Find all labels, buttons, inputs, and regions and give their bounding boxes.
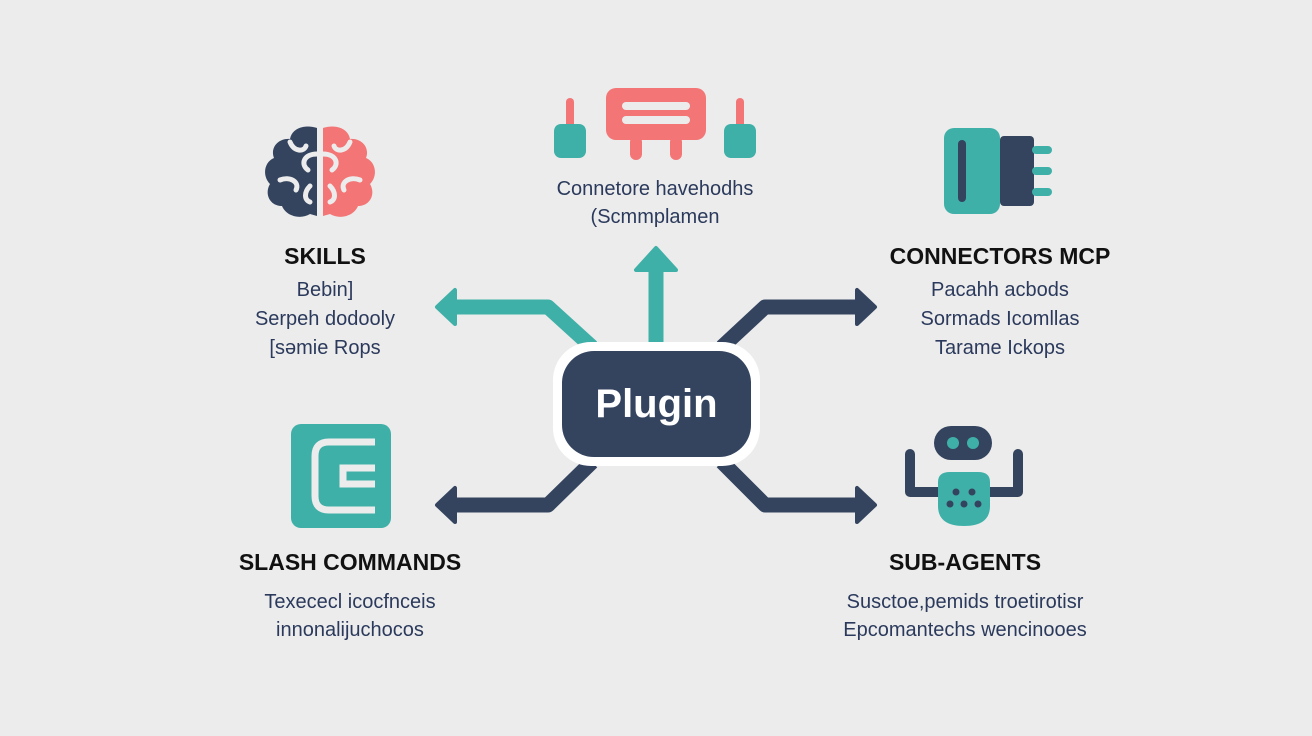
plugin-node[interactable]: Plugin <box>553 342 760 466</box>
slash-commands-title: SLASH COMMANDS <box>238 549 462 575</box>
terminal-icon <box>291 424 391 528</box>
plug-icon <box>944 128 1052 214</box>
connectors-mcp-desc-line-3: Tarame Ickops <box>934 337 1066 359</box>
skills-desc-line-2: Serpeh dodooly <box>254 308 396 330</box>
slash-commands-desc-line-1: Texececl icocfnceis <box>264 591 436 613</box>
sub-agents-desc-line-2: Epcomantechs wencinooes <box>843 619 1087 641</box>
arrow-to-sub-agents <box>716 456 877 524</box>
connectors-mcp-desc-line-1: Pacahh acbods <box>931 279 1069 301</box>
skills-desc-line-3: [səmie Rops <box>269 337 381 359</box>
plugin-label: Plugin <box>595 381 718 426</box>
arrow-to-connectors-mcp <box>716 288 877 353</box>
arrow-to-skills <box>435 288 598 353</box>
arrow-to-connectors <box>634 246 678 345</box>
slash-commands-desc-line-2: innonalijuchocos <box>276 619 424 641</box>
sub-agents-desc-line-1: Susctoe,pemids troetirotisr <box>846 591 1084 613</box>
brain-icon <box>265 126 375 217</box>
connectors-mcp-title: CONNECTORS MCP <box>889 243 1111 269</box>
connector-board-icon <box>554 88 756 160</box>
connectors-mcp-desc-line-2: Sormads Icomllas <box>920 308 1080 330</box>
skills-title: SKILLS <box>284 243 366 269</box>
plugin-node-inner: Plugin <box>562 351 751 457</box>
arrow-to-slash-commands <box>435 456 598 524</box>
skills-desc-line-1: Bebin] <box>296 279 354 301</box>
sub-agents-title: SUB-AGENTS <box>888 549 1042 575</box>
connectors-top-desc-line-1: Connetore havehodhs <box>556 178 754 200</box>
robot-icon <box>905 426 1023 526</box>
connectors-top-desc-line-2: (Scmmplamen <box>590 206 720 228</box>
